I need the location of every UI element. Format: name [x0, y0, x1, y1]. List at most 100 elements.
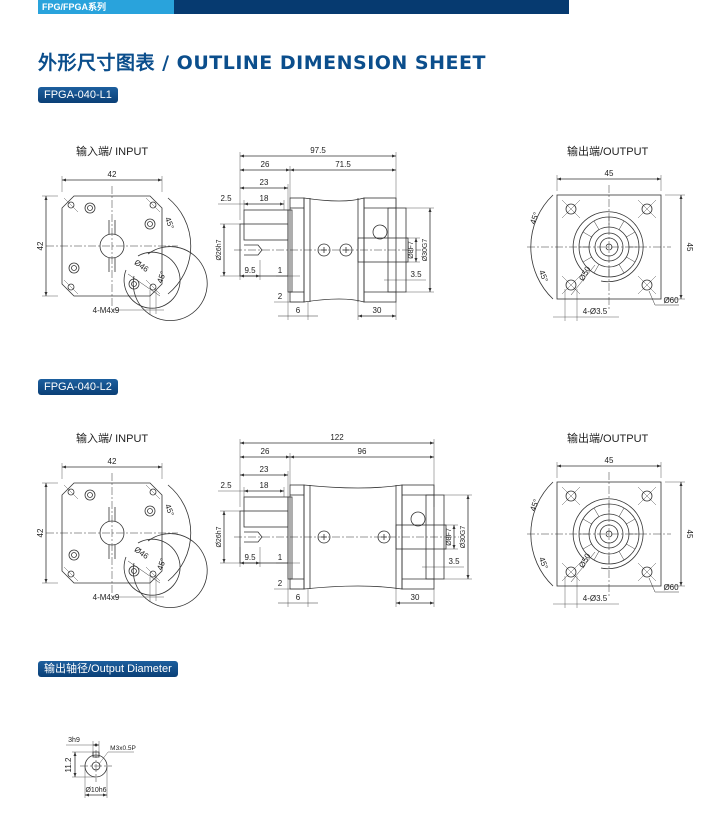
angle-bottom-label: 45°	[155, 270, 168, 284]
hole-cross	[63, 484, 79, 500]
mounting-hole	[149, 283, 157, 291]
width-label: 42	[108, 170, 117, 179]
hole-cross	[561, 199, 581, 219]
ring-rib	[593, 220, 600, 230]
arrowhead	[679, 482, 683, 486]
arrowhead	[222, 511, 226, 515]
arrowhead	[430, 601, 434, 605]
arrowhead	[240, 168, 244, 172]
arrowhead	[557, 177, 561, 181]
arrowhead	[280, 202, 284, 206]
mounting-hole	[67, 488, 75, 496]
ring-rib	[618, 264, 625, 274]
ring-inner	[123, 251, 181, 309]
output-shaft-center	[605, 243, 613, 251]
pcd-label: Ø46	[133, 545, 151, 561]
arrowhead	[240, 561, 244, 565]
width-label: 42	[108, 457, 117, 466]
output-port	[372, 224, 388, 240]
arrowhead	[414, 258, 418, 262]
arrowhead	[240, 473, 244, 477]
screw-hole	[131, 281, 137, 287]
arrowhead	[414, 238, 418, 242]
arrowhead	[286, 168, 290, 172]
arrowhead	[466, 495, 470, 499]
output-diameter-badge: 输出轴径/Output Diameter	[38, 661, 178, 677]
screw-counterbore	[68, 262, 80, 274]
arrowhead	[62, 178, 66, 182]
body-length-label: 96	[358, 447, 367, 456]
arrowhead	[244, 202, 248, 206]
output-label-l2: 输出端/OUTPUT	[567, 433, 649, 445]
output-ring-outer	[572, 211, 644, 283]
arrowhead	[679, 582, 683, 586]
arrowhead	[396, 601, 400, 605]
arrowhead	[73, 773, 77, 777]
arrowhead	[290, 455, 294, 459]
arrowhead	[222, 559, 226, 563]
output-label-l1: 输出端/OUTPUT	[567, 146, 649, 158]
d23-label: 23	[260, 465, 269, 474]
hole-cross	[637, 562, 657, 582]
key-width-label: 3h9	[68, 737, 80, 744]
angle-arc	[167, 484, 192, 582]
mounting-hole	[641, 279, 653, 291]
height-label: 11.2	[64, 757, 73, 773]
angle-top-label: 45°	[163, 503, 176, 517]
angle-bottom-label: 45°	[537, 556, 550, 570]
ring-rib	[582, 231, 592, 238]
d18-label: 18	[260, 194, 269, 203]
arrowhead	[95, 743, 99, 747]
screw-hole	[87, 492, 93, 498]
arrowhead	[679, 295, 683, 299]
input-label-l2: 输入端/ INPUT	[76, 433, 149, 445]
output-shaft-center	[605, 530, 613, 538]
ring-outer	[132, 533, 208, 608]
arrowhead	[158, 465, 162, 469]
arrowhead	[452, 525, 456, 529]
input-length-label: 26	[261, 447, 270, 456]
holes-label: 4-M4x9	[93, 593, 120, 602]
hole-cross	[145, 566, 161, 582]
mounting-hole	[565, 490, 577, 502]
angle-arc	[530, 194, 554, 300]
hole-cross	[637, 199, 657, 219]
mounting-hole	[67, 570, 75, 578]
arrowhead	[222, 224, 226, 228]
arrowhead	[284, 186, 288, 190]
screw-hole	[147, 221, 153, 227]
thread-leader	[98, 751, 109, 765]
arrowhead	[280, 489, 284, 493]
arrowhead	[85, 793, 89, 797]
holes-label: 4-M4x9	[93, 306, 120, 315]
mounting-hole	[565, 279, 577, 291]
d3-5-label: 3.5	[410, 270, 422, 279]
total-length-label: 122	[330, 433, 344, 442]
arrowhead	[240, 154, 244, 158]
output-shaft	[599, 237, 619, 257]
d23-label: 23	[260, 178, 269, 187]
ring-rib	[626, 518, 636, 525]
d1-label: 1	[278, 266, 283, 275]
holes-label: 4-Ø3.5	[583, 594, 608, 603]
d18-label: 18	[260, 481, 269, 490]
ring-rib	[593, 507, 600, 517]
series-label: FPG/FPGA系列	[38, 0, 174, 14]
mounting-hole	[149, 201, 157, 209]
arrowhead	[466, 575, 470, 579]
arrowhead	[256, 561, 260, 565]
width-label: 45	[605, 169, 614, 178]
arrowhead	[240, 455, 244, 459]
arrowhead	[430, 455, 434, 459]
screw-counterbore	[84, 489, 96, 501]
circle-leader	[570, 551, 596, 583]
model-badge-l1: FPGA-040-L1	[38, 87, 118, 103]
ring-rib	[582, 256, 592, 263]
arrowhead	[284, 473, 288, 477]
d6-label: 6	[296, 593, 301, 602]
arrowhead	[240, 186, 244, 190]
hole-cross	[63, 566, 79, 582]
height-label: 42	[36, 528, 45, 537]
input-key-boss	[243, 496, 289, 528]
